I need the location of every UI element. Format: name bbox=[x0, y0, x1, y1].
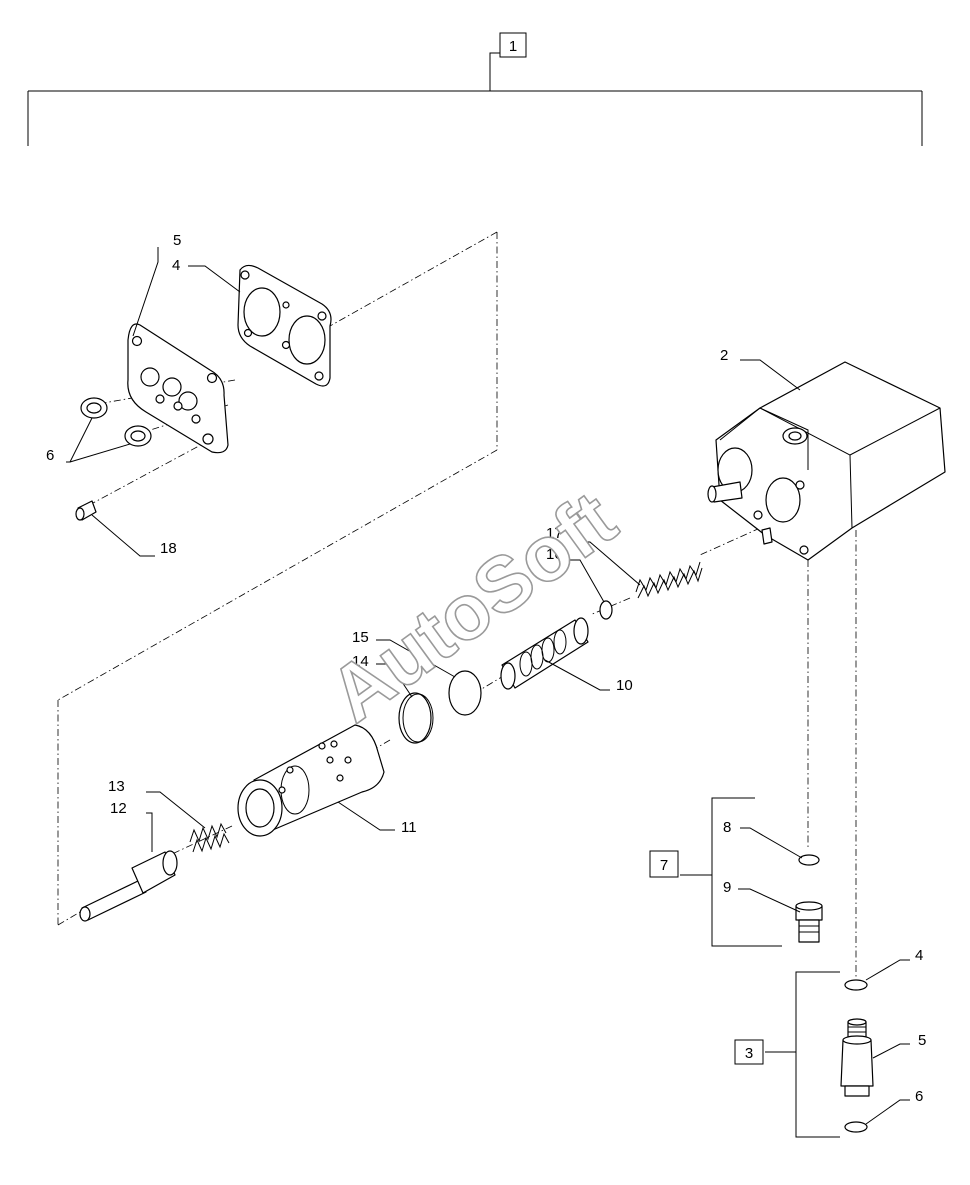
callout-numbers: 2 4 5 6 18 17 16 15 14 10 11 13 12 8 9 4… bbox=[46, 232, 926, 1105]
ring-4 bbox=[844, 979, 868, 991]
spring-17 bbox=[635, 561, 703, 599]
cartridge-kit: 3 bbox=[734, 971, 874, 1138]
callout-6-ring: 6 bbox=[915, 1088, 923, 1105]
disc-15 bbox=[448, 670, 482, 716]
cover-plate bbox=[127, 323, 229, 454]
snap-ring-14 bbox=[398, 692, 434, 744]
callout-16: 16 bbox=[546, 546, 563, 563]
assembly-label-box bbox=[499, 32, 527, 58]
callout-2: 2 bbox=[720, 347, 728, 364]
gasket bbox=[237, 264, 332, 387]
ring-6 bbox=[844, 1121, 868, 1133]
callout-9: 9 bbox=[723, 879, 731, 896]
sleeve-11 bbox=[237, 724, 385, 837]
ring-16 bbox=[599, 600, 613, 620]
assembly-label: 1 bbox=[509, 38, 517, 55]
callout-18: 18 bbox=[160, 540, 177, 557]
construction-lines bbox=[57, 231, 857, 980]
callout-12: 12 bbox=[110, 800, 127, 817]
spool-10 bbox=[500, 617, 589, 690]
ring-8 bbox=[798, 854, 820, 866]
sensor-9 bbox=[795, 901, 823, 943]
valve-body bbox=[707, 361, 946, 561]
callout-5-plate: 5 bbox=[173, 232, 181, 249]
callout-5-valve: 5 bbox=[918, 1032, 926, 1049]
callout-14: 14 bbox=[352, 653, 369, 670]
cartridge-label-box bbox=[734, 1039, 764, 1065]
leader-lines bbox=[66, 247, 910, 1125]
plunger-12 bbox=[79, 850, 178, 922]
spring-13 bbox=[189, 822, 230, 853]
callout-15: 15 bbox=[352, 629, 369, 646]
plug bbox=[75, 500, 97, 521]
seals bbox=[80, 397, 152, 447]
callout-11: 11 bbox=[401, 819, 417, 836]
callout-10: 10 bbox=[616, 677, 633, 694]
relief-valve-5 bbox=[840, 1018, 874, 1097]
callout-17: 17 bbox=[546, 525, 563, 542]
callout-8: 8 bbox=[723, 819, 731, 836]
callout-4-ring: 4 bbox=[915, 947, 923, 964]
callout-13: 13 bbox=[108, 778, 125, 795]
assembly-bracket: 1 bbox=[27, 32, 923, 146]
sensor-kit: 7 bbox=[649, 797, 823, 947]
callout-4-gasket: 4 bbox=[172, 257, 180, 274]
sensor-kit-label-box bbox=[649, 850, 679, 878]
cartridge-label: 3 bbox=[745, 1045, 753, 1062]
sensor-kit-label: 7 bbox=[660, 857, 668, 874]
callout-6-seals: 6 bbox=[46, 447, 54, 464]
